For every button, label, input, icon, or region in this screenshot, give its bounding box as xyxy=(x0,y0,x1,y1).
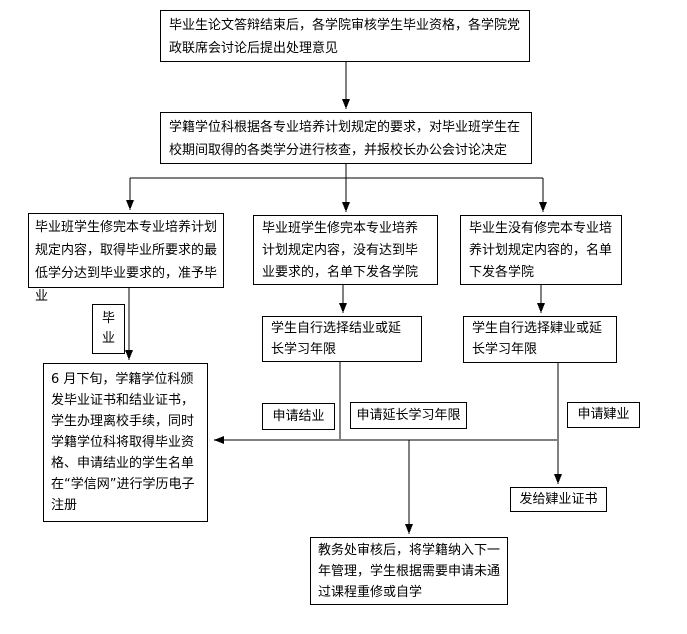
node-graduate-label: 毕业 xyxy=(92,304,125,354)
node-apply-yiye-label: 申请肄业 xyxy=(567,402,640,428)
node-certificate-issuance: 6 月下旬，学籍学位科颁发毕业证书和结业证书，学生办理离校手续，同时学籍学位科将… xyxy=(43,363,208,522)
node-choose-yiye-or-extend: 学生自行选择肄业或延长学习年限 xyxy=(463,316,617,363)
node-issue-yiye-certificate: 发给肄业证书 xyxy=(510,487,607,512)
node-choose-jieye-or-extend: 学生自行选择结业或延长学习年限 xyxy=(262,316,422,362)
node-apply-jieye-label: 申请结业 xyxy=(262,403,335,430)
node-credit-check: 学籍学位科根据各专业培养计划规定的要求，对毕业班学生在校期间取得的各类学分进行核… xyxy=(160,112,532,164)
node-defense-review: 毕业生论文答辩结束后，各学院审核学生毕业资格，各学院党政联席会讨论后提出处理意见 xyxy=(160,10,530,62)
graduate-label-text: 毕业 xyxy=(102,311,116,346)
node-program-not-completed: 毕业生没有修完本专业培养计划规定内容的，名单下发各学院 xyxy=(460,215,622,285)
node-qualified-graduation: 毕业班学生修完本专业培养计划规定内容，取得毕业所要求的最低学分达到毕业要求的，准… xyxy=(28,213,224,304)
node-apply-extend-label: 申请延长学习年限 xyxy=(350,402,467,429)
node-requirements-not-met: 毕业班学生修完本专业培养计划规定内容，没有达到毕业要求的，名单下发各学院 xyxy=(253,215,438,285)
node-academic-affairs-review: 教务处审核后，将学籍纳入下一年管理，学生根据需要申请未通过课程重修或自学 xyxy=(310,537,508,605)
